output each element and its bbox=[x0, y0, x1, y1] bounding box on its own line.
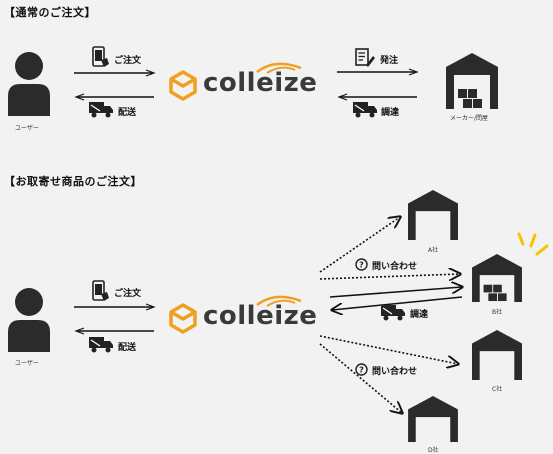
procurement-label: 調達 bbox=[381, 108, 400, 118]
procurement-arrow bbox=[337, 93, 417, 101]
section-title-special-order: 【お取寄せ商品のご注文】 bbox=[4, 175, 142, 188]
document-pen-icon bbox=[355, 48, 375, 67]
order-label: ご注文 bbox=[114, 289, 142, 299]
delivery-label: 配送 bbox=[118, 108, 137, 118]
colleize-logo-icon bbox=[169, 303, 197, 334]
brand-logo: colleize bbox=[203, 301, 318, 331]
highlight-sparkle-icon bbox=[517, 232, 549, 256]
inquiry-label: 問い合わせ bbox=[372, 262, 418, 272]
section-title-normal-order: 【通常のご注文】 bbox=[4, 6, 96, 19]
truck-icon bbox=[381, 305, 405, 321]
delivery-arrow bbox=[74, 93, 154, 101]
svg-text:?: ? bbox=[359, 366, 364, 375]
company-a-warehouse-icon bbox=[408, 190, 458, 240]
user-caption: ユーザー bbox=[15, 360, 39, 367]
colleize-logo-icon bbox=[169, 70, 197, 101]
user-icon bbox=[8, 288, 50, 352]
order-arrow bbox=[74, 69, 156, 77]
company-a-caption: A社 bbox=[428, 247, 439, 254]
inquiry-label: 問い合わせ bbox=[372, 367, 418, 377]
delivery-label: 配送 bbox=[118, 343, 137, 353]
company-c-caption: C社 bbox=[492, 386, 503, 393]
placing-order-arrow bbox=[337, 68, 419, 76]
delivery-arrow bbox=[74, 327, 154, 335]
placing-order-label: 発注 bbox=[380, 56, 399, 66]
truck-icon bbox=[353, 102, 377, 118]
smartphone-order-icon bbox=[92, 46, 109, 67]
company-b-warehouse-icon bbox=[472, 254, 522, 302]
logo-swoosh bbox=[256, 295, 302, 307]
company-c-warehouse-icon bbox=[472, 330, 522, 380]
warehouse-icon bbox=[446, 53, 498, 109]
smartphone-order-icon bbox=[92, 280, 109, 301]
user-icon bbox=[8, 52, 50, 116]
logo-swoosh bbox=[256, 62, 302, 74]
maker-caption: メーカー/問屋 bbox=[450, 115, 489, 122]
brand-logo: colleize bbox=[203, 68, 318, 98]
svg-text:?: ? bbox=[359, 261, 364, 270]
company-b-caption: B社 bbox=[492, 309, 503, 316]
truck-icon bbox=[89, 102, 113, 118]
question-icon: ? bbox=[355, 258, 368, 271]
procurement-label: 調達 bbox=[410, 310, 429, 320]
company-d-warehouse-icon bbox=[408, 396, 458, 442]
company-d-caption: D社 bbox=[428, 447, 439, 454]
order-arrow bbox=[74, 303, 156, 311]
question-icon: ? bbox=[355, 363, 368, 376]
user-caption: ユーザー bbox=[15, 125, 39, 132]
truck-icon bbox=[89, 337, 113, 353]
order-label: ご注文 bbox=[114, 56, 142, 66]
